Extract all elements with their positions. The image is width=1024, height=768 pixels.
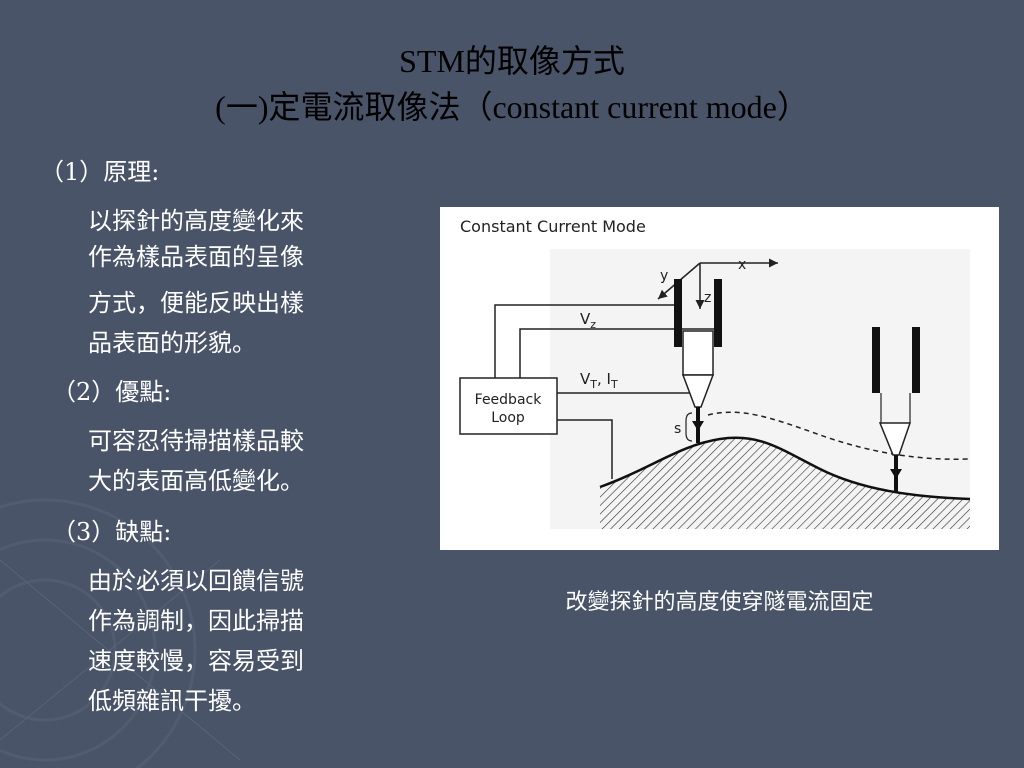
section-1-line-2: 作為樣品表面的呈像 — [88, 243, 304, 271]
scanner-electrode-right-2 — [912, 327, 920, 393]
feedback-loop-box — [459, 377, 558, 435]
section-1-line-1: 以探針的高度變化來 — [88, 207, 304, 235]
section-1-line-4: 品表面的形貌。 — [88, 329, 256, 357]
section-2-line-1: 可容忍待掃描樣品較 — [88, 427, 304, 455]
slide-title: STM的取像方式 (一)定電流取像法（constant current mode… — [0, 38, 1024, 130]
vt-it-label: VT, IT — [580, 370, 618, 391]
scanner-electrode-left-2 — [714, 279, 722, 347]
feedback-label-line-2: Loop — [491, 410, 525, 426]
stm-diagram: Constant Current Mode Feedback Loop Vz V… — [459, 217, 971, 529]
scanner-electrode-left-1 — [674, 279, 682, 347]
feedback-label-line-1: Feedback — [475, 392, 543, 408]
surface-profile — [599, 436, 971, 501]
scanner-electrode-right-1 — [872, 327, 880, 393]
gap-bracket — [685, 412, 693, 442]
tip-trajectory — [707, 411, 969, 460]
tip-cone-left — [681, 374, 715, 408]
section-3-line-4: 低頻雜訊干擾。 — [88, 687, 256, 715]
section-2-line-2: 大的表面高低變化。 — [88, 467, 304, 495]
wire-vz-outer — [494, 304, 676, 378]
x-axis-label: x — [738, 257, 746, 273]
diagram-panel: Constant Current Mode Feedback Loop Vz V… — [440, 207, 999, 550]
tip-marker-left — [692, 421, 704, 431]
vz-label: Vz — [580, 310, 596, 331]
sample-surface — [600, 437, 970, 529]
section-3-heading: （3）缺點: — [52, 518, 172, 546]
section-1-line-3: 方式，便能反映出樣 — [88, 289, 304, 317]
section-1-heading: （1）原理: — [40, 158, 160, 186]
wire-sample — [557, 419, 613, 479]
tip-marker-right — [890, 469, 902, 479]
tip-cone-right — [878, 422, 912, 456]
wire-vz-inner — [519, 328, 718, 378]
title-line-2: (一)定電流取像法（constant current mode） — [215, 89, 809, 125]
section-2-heading: （2）優點: — [52, 378, 172, 406]
z-axis-label: z — [704, 290, 711, 306]
title-line-1: STM的取像方式 — [399, 43, 625, 79]
section-3-line-2: 作為調制，因此掃描 — [88, 607, 304, 635]
diagram-caption: 改變探針的高度使穿隧電流固定 — [565, 590, 874, 615]
diagram-title: Constant Current Mode — [460, 217, 646, 236]
gap-label: s — [674, 421, 681, 437]
section-3-line-1: 由於必須以回饋信號 — [88, 567, 304, 595]
y-axis-label: y — [660, 268, 668, 284]
scanner-tube-left — [682, 330, 714, 376]
section-3-line-3: 速度較慢，容易受到 — [88, 647, 304, 675]
